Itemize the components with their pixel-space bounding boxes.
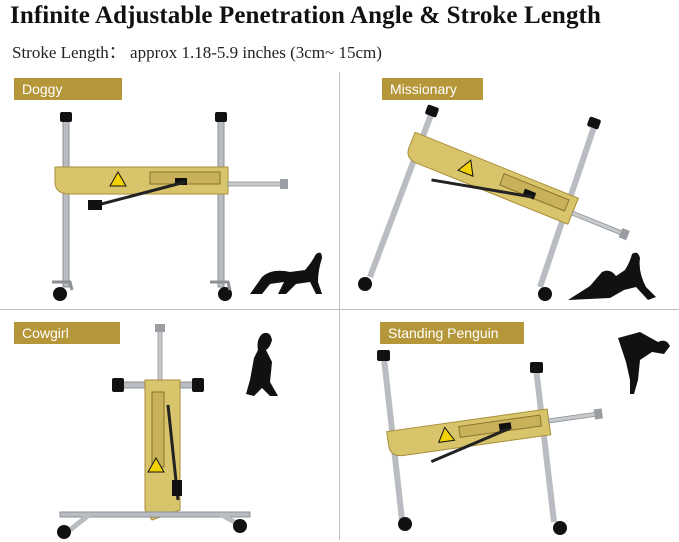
panel-cowgirl: Cowgirl bbox=[0, 310, 339, 542]
panel-doggy: Doggy bbox=[0, 72, 339, 309]
position-label-doggy: Doggy bbox=[14, 78, 122, 100]
stroke-length-text: Stroke Length： approx 1.18-5.9 inches (3… bbox=[12, 43, 382, 62]
panel-standing-penguin: Standing Penguin bbox=[340, 310, 679, 542]
panel-missionary: Missionary bbox=[340, 72, 679, 309]
position-label-standing-penguin: Standing Penguin bbox=[380, 322, 524, 344]
position-label-missionary: Missionary bbox=[382, 78, 483, 100]
page-title: Infinite Adjustable Penetration Angle & … bbox=[10, 2, 601, 29]
machine-image-missionary bbox=[358, 104, 656, 301]
machine-image-standing-penguin bbox=[377, 332, 670, 535]
machine-image-doggy bbox=[52, 112, 322, 301]
horizontal-divider bbox=[0, 309, 679, 310]
machine-image-cowgirl bbox=[57, 324, 278, 539]
position-label-cowgirl: Cowgirl bbox=[14, 322, 120, 344]
vertical-divider bbox=[339, 72, 340, 540]
